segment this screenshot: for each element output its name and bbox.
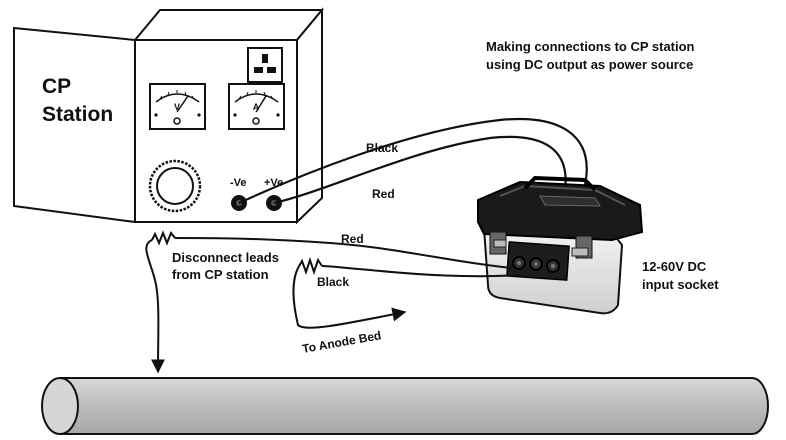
station-name-line1: CP [42, 75, 71, 98]
red-lead [174, 237, 513, 269]
black-lead [321, 265, 523, 278]
cable-red-label: Red [372, 187, 395, 201]
lead-black-label: Black [317, 275, 349, 289]
diagram-title-line2: using DC output as power source [486, 57, 693, 72]
disconnect-note-line1: Disconnect leads [172, 250, 279, 265]
black-lead-break [297, 256, 323, 276]
device-label-line2: input socket [642, 277, 719, 292]
red-lead-break [151, 230, 176, 246]
ammeter-icon: A [228, 83, 285, 130]
disconnect-note-line2: from CP station [172, 267, 269, 282]
cp-station: CP Station V [13, 7, 325, 225]
disconnected-leads [145, 230, 523, 374]
pipeline-icon [41, 377, 769, 435]
station-name-line2: Station [42, 103, 113, 126]
station-top [132, 9, 325, 41]
terminal-neg-label: -Ve [230, 177, 247, 189]
portable-power-case-icon [477, 175, 644, 315]
cable-black-label: Black [366, 141, 398, 155]
diagram-title-line1: Making connections to CP station [486, 39, 695, 54]
anode-lead [292, 267, 407, 329]
anode-bed-label: To Anode Bed [301, 328, 382, 356]
voltmeter-label: V [174, 102, 180, 112]
device-label-line1: 12-60V DC [642, 259, 707, 274]
case-lid [477, 180, 644, 242]
ammeter-label: A [253, 102, 260, 112]
pipe-lead [145, 239, 166, 374]
rotary-dial-icon [148, 159, 202, 213]
voltmeter-icon: V [149, 83, 206, 130]
uk-power-socket-icon [247, 47, 283, 83]
lead-red-label: Red [341, 232, 364, 246]
